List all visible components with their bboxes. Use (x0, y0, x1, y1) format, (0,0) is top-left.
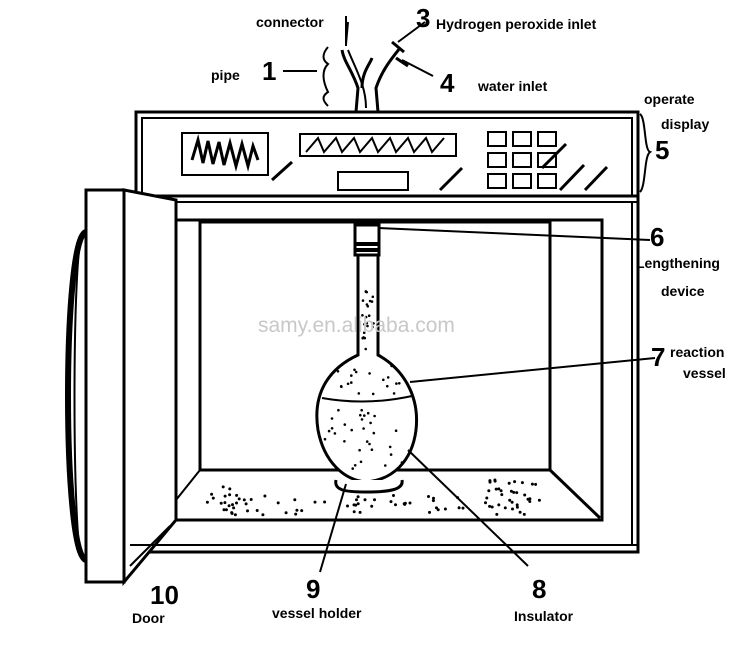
reaction-vessel (315, 223, 419, 494)
label-connector: connector (256, 14, 324, 30)
leader-lines (129, 21, 656, 573)
label-number-9: 9 (306, 574, 320, 604)
label-door: Door (132, 610, 165, 626)
display-screen (181, 132, 269, 176)
label-number-10: 10 (150, 580, 179, 610)
function-strip (299, 133, 457, 157)
label-vessel-holder: vessel holder (272, 605, 362, 621)
keypad-button (512, 131, 532, 147)
flask-body (315, 253, 419, 484)
keypad-button (512, 152, 532, 168)
display-panel (181, 132, 609, 192)
label-number-4: 4 (440, 68, 455, 98)
label-number-5: 5 (655, 135, 669, 165)
keypad-button (487, 173, 507, 189)
keypad-button (487, 131, 507, 147)
label-number-7: 7 (651, 342, 665, 372)
label-number-1: 1 (262, 56, 276, 86)
label-lengthening: Lengthening (636, 255, 720, 271)
label-reaction: reaction (670, 344, 724, 360)
label-number-8: 8 (532, 574, 546, 604)
door-handle (65, 229, 88, 563)
start-button (337, 171, 409, 191)
keypad-button (537, 131, 557, 147)
floor-speckles (205, 478, 541, 517)
label-water-inlet: water inlet (477, 78, 548, 94)
label-operate: operate (644, 91, 695, 107)
keypad-button (512, 173, 532, 189)
label-hydrogen-peroxide-inlet: Hydrogen peroxide inlet (436, 16, 597, 32)
labels: connector 3 Hydrogen peroxide inlet pipe… (132, 3, 726, 626)
inlet-assembly (340, 16, 409, 113)
label-display: display (661, 116, 709, 132)
label-number-3: 3 (416, 3, 430, 33)
liquid-level (321, 395, 413, 403)
keypad (487, 131, 568, 189)
label-pipe: pipe (211, 67, 240, 83)
display-hatching (190, 134, 260, 172)
door (65, 188, 178, 587)
vessel-holder (334, 479, 404, 494)
label-insulator: Insulator (514, 608, 574, 624)
keypad-button (537, 173, 557, 189)
label-device: device (661, 283, 705, 299)
cavity-back-outline (176, 218, 604, 522)
label-vessel: vessel (683, 365, 726, 381)
door-edge (84, 188, 126, 584)
microwave-body (134, 110, 640, 554)
keypad-button (537, 152, 557, 168)
keypad-button (487, 152, 507, 168)
label-number-6: 6 (650, 222, 664, 252)
door-panel (122, 188, 178, 587)
watermark: samy.en.alibaba.com (258, 314, 455, 337)
